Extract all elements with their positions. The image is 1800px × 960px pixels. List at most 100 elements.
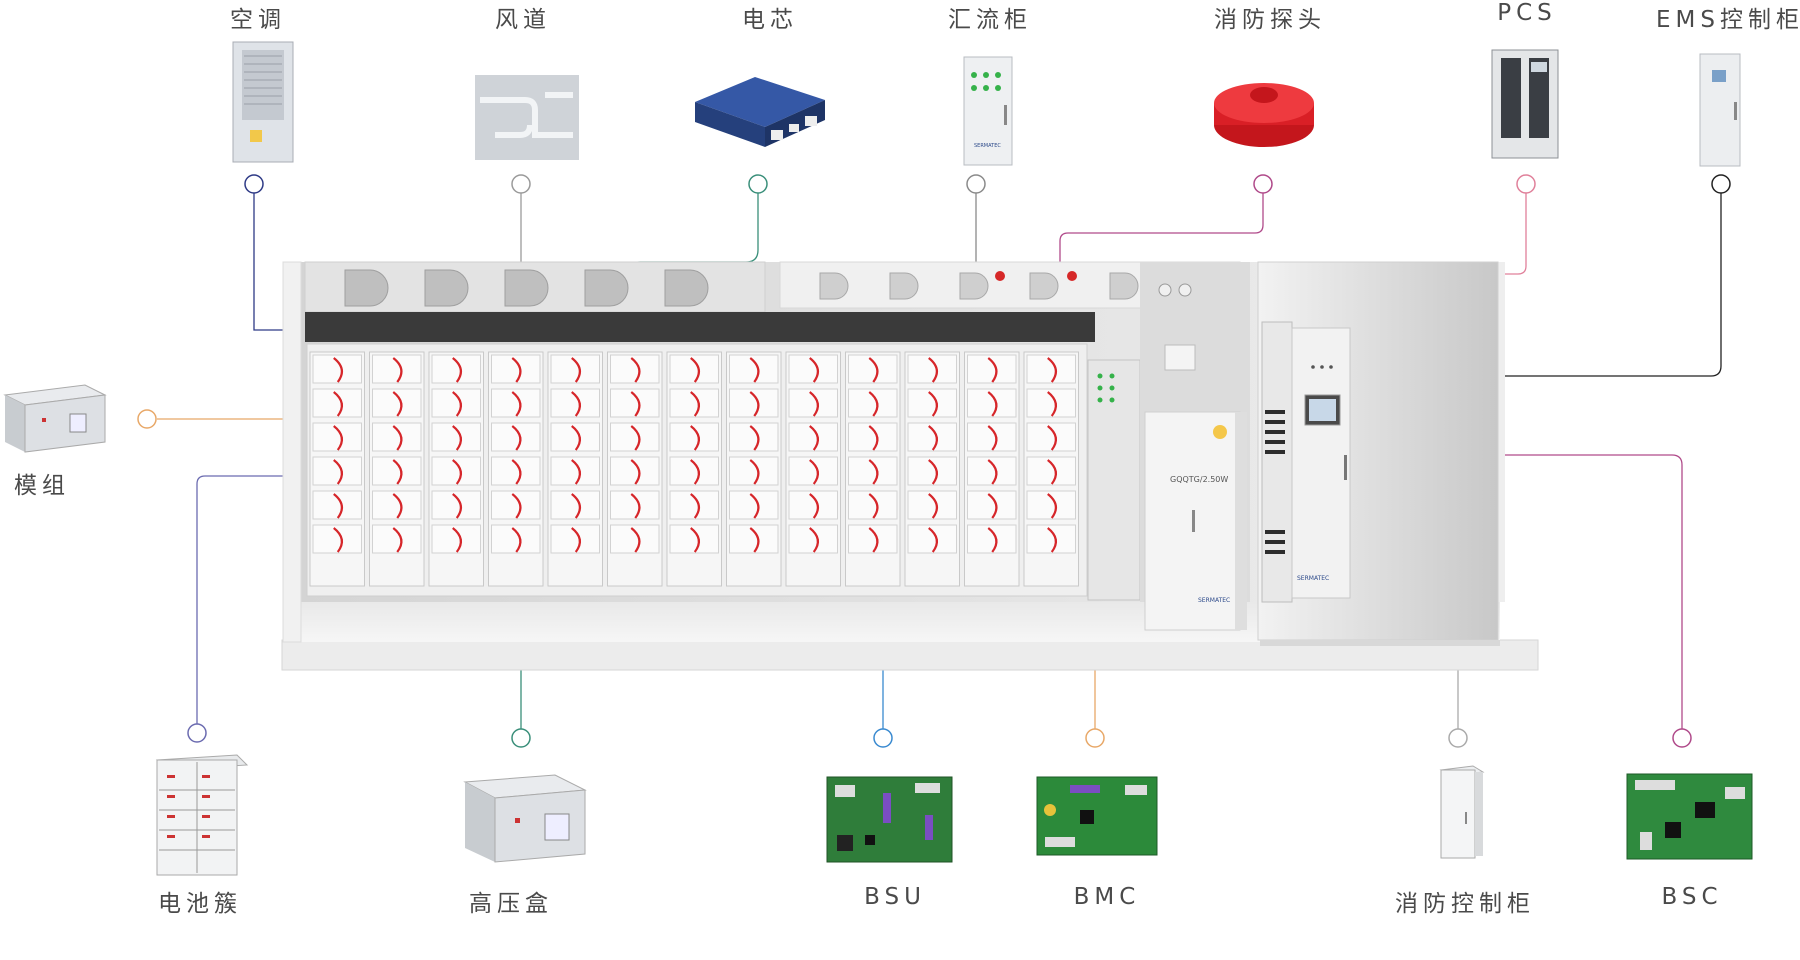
ems-cabinet-image bbox=[1699, 53, 1741, 167]
power-cable bbox=[809, 425, 819, 451]
air-duct-image bbox=[475, 75, 579, 160]
power-cable bbox=[1047, 357, 1057, 383]
power-cable bbox=[630, 493, 641, 519]
pcs-label: PCS bbox=[1497, 0, 1557, 26]
power-cable bbox=[987, 391, 998, 417]
power-cable bbox=[987, 493, 998, 519]
aircon-image bbox=[232, 41, 294, 163]
power-cable bbox=[987, 425, 998, 451]
cell-node bbox=[748, 174, 768, 194]
power-cable bbox=[333, 425, 343, 451]
power-cable bbox=[511, 357, 522, 383]
fire-cabinet-model-text: GQQTG/2.50W bbox=[1170, 475, 1228, 484]
power-cable bbox=[630, 527, 641, 553]
power-cable bbox=[392, 527, 403, 553]
battery-module-slot bbox=[1026, 354, 1076, 384]
bmc-node bbox=[1085, 728, 1105, 748]
power-cable bbox=[1047, 493, 1057, 519]
fire-detector-line bbox=[1059, 193, 1264, 280]
bsc-line bbox=[1250, 454, 1683, 738]
power-cable bbox=[928, 527, 938, 553]
power-cable bbox=[333, 391, 343, 417]
power-cable bbox=[749, 357, 760, 383]
cell-image bbox=[695, 77, 825, 147]
power-cable bbox=[928, 391, 938, 417]
battery-module-slot bbox=[788, 456, 838, 486]
power-cable bbox=[1047, 527, 1057, 553]
power-cable bbox=[1047, 425, 1057, 451]
power-cable bbox=[690, 391, 700, 417]
bsc-node bbox=[1672, 728, 1692, 748]
power-cable bbox=[571, 527, 581, 553]
bsc-label: BSC bbox=[1661, 884, 1723, 910]
battery-module-slot bbox=[312, 490, 362, 520]
bmc-label: BMC bbox=[1073, 884, 1141, 910]
power-cable bbox=[987, 459, 998, 485]
power-cable bbox=[690, 493, 700, 519]
power-cable bbox=[690, 357, 700, 383]
bsc-image bbox=[1626, 773, 1753, 860]
battery-cluster-image bbox=[155, 754, 249, 876]
power-cable bbox=[630, 391, 641, 417]
power-cable bbox=[749, 425, 760, 451]
power-cable bbox=[809, 459, 819, 485]
power-cable bbox=[452, 527, 462, 553]
power-cable bbox=[749, 527, 760, 553]
cell-label: 电芯 bbox=[742, 7, 798, 33]
power-cable bbox=[511, 459, 522, 485]
battery-module-slot bbox=[1026, 422, 1076, 452]
ems-node bbox=[1711, 174, 1731, 194]
power-cable bbox=[630, 357, 641, 383]
battery-module-slot bbox=[491, 422, 541, 452]
power-cable bbox=[690, 459, 700, 485]
battery-module-slot bbox=[788, 490, 838, 520]
power-cable bbox=[749, 391, 760, 417]
power-cable bbox=[749, 459, 760, 485]
hv-box-image bbox=[463, 774, 587, 863]
aircon-node bbox=[244, 174, 264, 194]
combiner-node bbox=[966, 174, 986, 194]
ems-cabinet-label: EMS控制柜 bbox=[1656, 7, 1800, 33]
pcs-node bbox=[1516, 174, 1536, 194]
power-cable bbox=[928, 459, 938, 485]
module-image bbox=[3, 384, 107, 453]
battery-cluster-line bbox=[196, 475, 420, 733]
power-cable bbox=[392, 357, 403, 383]
bsu-label: BSU bbox=[864, 884, 926, 910]
power-cable bbox=[690, 425, 700, 451]
power-cable bbox=[333, 459, 343, 485]
fire-control-cabinet-image bbox=[1439, 765, 1485, 859]
power-cable bbox=[868, 391, 879, 417]
power-cable bbox=[809, 357, 819, 383]
combiner-brand: SERMATEC bbox=[974, 143, 1001, 149]
power-cable bbox=[333, 527, 343, 553]
battery-cluster-node bbox=[187, 723, 207, 743]
bsu-image bbox=[826, 776, 953, 863]
air-duct-node bbox=[511, 174, 531, 194]
power-cable bbox=[987, 527, 998, 553]
combiner-cabinet-image: SERMATEC bbox=[963, 56, 1013, 166]
pcs-image bbox=[1491, 49, 1559, 159]
power-cable bbox=[1047, 459, 1057, 485]
battery-module-slot bbox=[669, 490, 719, 520]
pcs-brand: SERMATEC bbox=[1297, 575, 1329, 582]
power-cable bbox=[511, 493, 522, 519]
power-cable bbox=[987, 357, 998, 383]
power-cable bbox=[452, 459, 462, 485]
power-cable bbox=[571, 459, 581, 485]
power-cable bbox=[1047, 391, 1057, 417]
fire-control-cabinet-label: 消防控制柜 bbox=[1395, 891, 1535, 917]
power-cable bbox=[809, 493, 819, 519]
power-cable bbox=[392, 391, 403, 417]
power-cable bbox=[868, 527, 879, 553]
fire-detector-image bbox=[1214, 83, 1314, 147]
fire-cabinet-brand: SERMATEC bbox=[1198, 597, 1230, 604]
module-node bbox=[137, 409, 157, 429]
power-cable bbox=[571, 425, 581, 451]
power-cable bbox=[868, 459, 879, 485]
fire-detector-label: 消防探头 bbox=[1214, 7, 1326, 33]
bmc-image bbox=[1036, 776, 1158, 856]
aircon-label: 空调 bbox=[230, 7, 286, 33]
